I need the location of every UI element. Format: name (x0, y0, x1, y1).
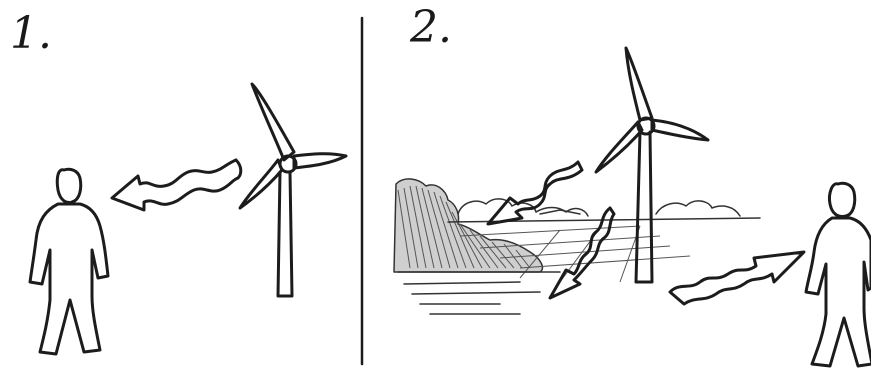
wind-turbine-icon (596, 48, 708, 282)
panel-2-number: 2. (410, 6, 452, 50)
person-icon (806, 183, 871, 366)
wind-turbine-icon (240, 84, 346, 296)
wavy-arrow-icon (670, 252, 804, 304)
landscape-icon (394, 179, 760, 314)
panel-1-number: 1. (10, 12, 52, 56)
wavy-arrow-icon (488, 162, 582, 224)
person-icon (30, 169, 108, 354)
wavy-arrow-icon (112, 160, 241, 210)
